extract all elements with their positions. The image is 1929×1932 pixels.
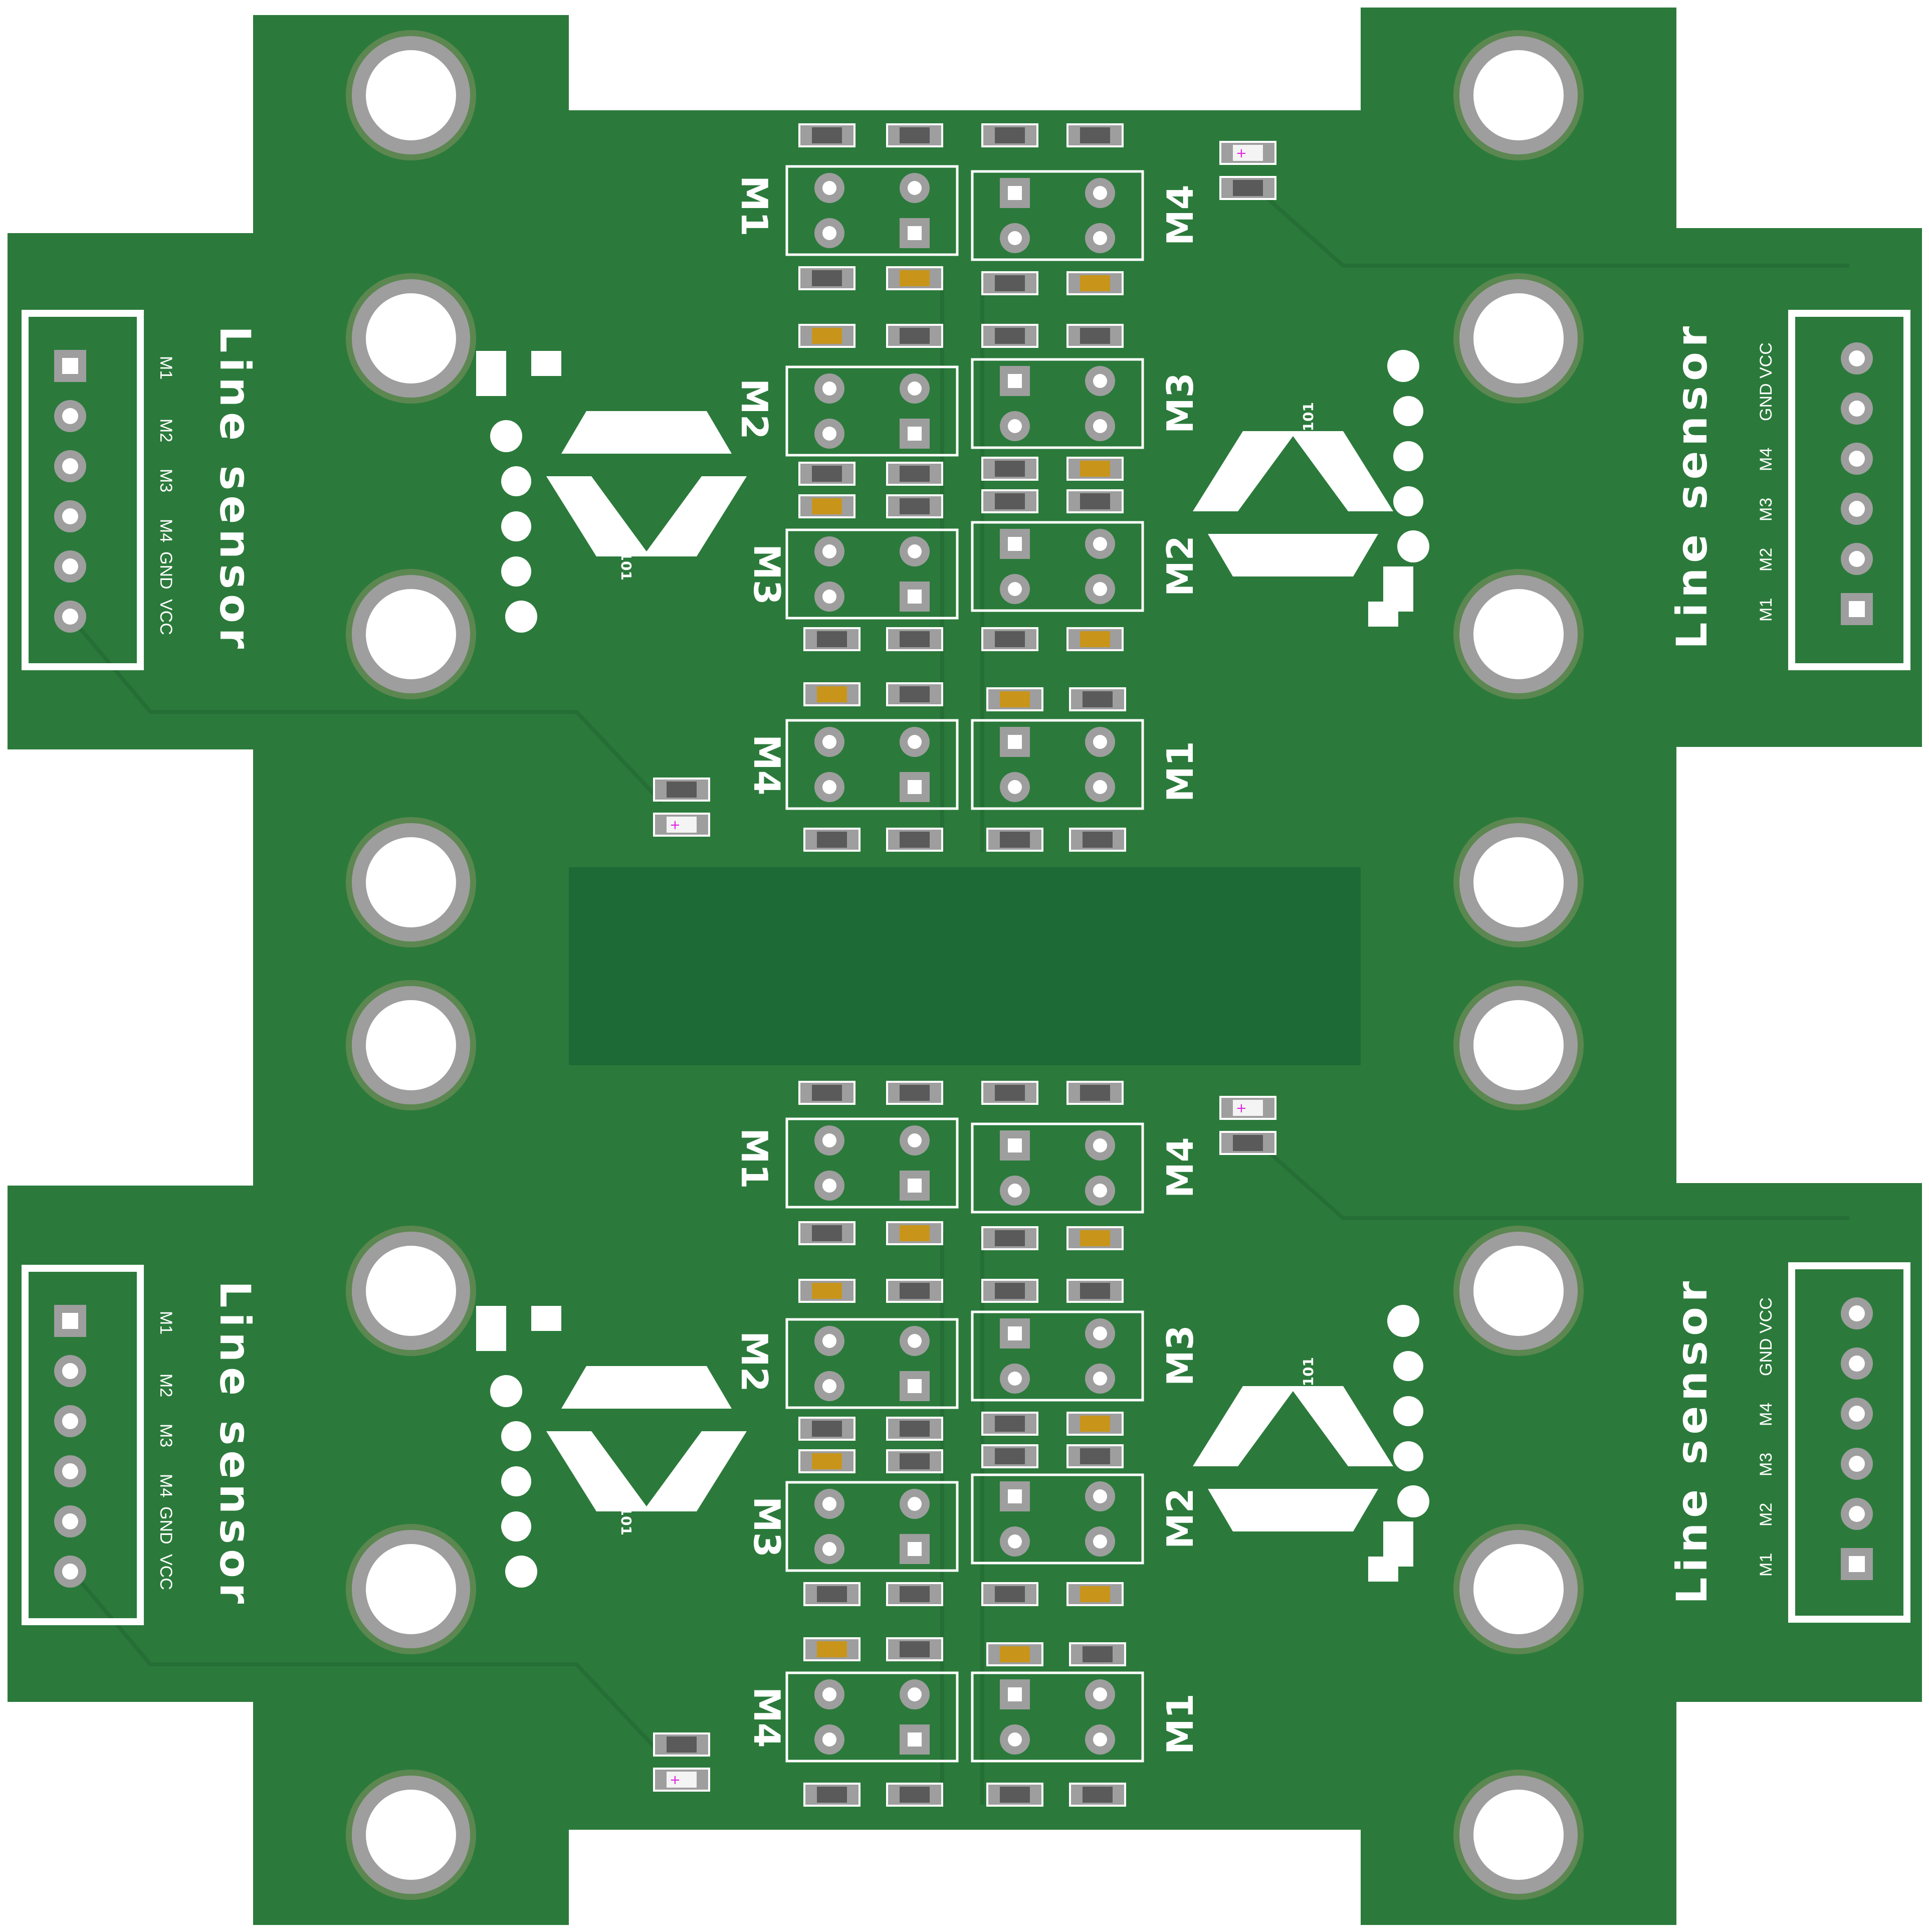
pin-label: M4: [156, 519, 175, 542]
pin-label: M2: [156, 1374, 175, 1397]
pin-label: M1: [156, 1311, 175, 1334]
pin-label: M4: [1757, 448, 1776, 471]
connector-pin: [1841, 493, 1873, 525]
connector-outline-right: [1788, 310, 1910, 670]
pin-label: M3: [1757, 498, 1776, 521]
connector-title-right: Line sensor: [1667, 1276, 1717, 1604]
connector-pin: [1841, 1347, 1873, 1380]
connector-pin: [54, 350, 86, 382]
sensor-label: M3: [746, 1496, 788, 1558]
pin-label: GND: [1757, 1338, 1776, 1376]
module-bottom: M1 M2 M3 M4 GND VCC Line sensor M1 M2 M3…: [22, 1081, 1910, 1807]
connector-pin: [1841, 1398, 1873, 1430]
connector-pin: [1841, 393, 1873, 425]
connector-pin: [54, 1556, 86, 1588]
sensor-label: M1: [1159, 1693, 1201, 1755]
sensor-label: M2: [733, 1331, 775, 1392]
sensor-label: M3: [1159, 372, 1201, 434]
pin-label: M1: [1757, 598, 1776, 622]
pin-label: VCC: [1757, 1297, 1776, 1333]
connector-pin: [54, 400, 86, 432]
connector-pin: [54, 550, 86, 583]
pin-label: M4: [156, 1474, 175, 1497]
connector-pin: [1841, 1548, 1873, 1580]
kidscode-wordmark: [476, 1305, 1429, 1588]
pin-label: M2: [1757, 1503, 1776, 1526]
connector-title-left: Line sensor: [210, 326, 260, 654]
pin-label: M3: [1757, 1453, 1776, 1476]
sensor-label: M4: [1159, 1137, 1201, 1198]
connector-title-left: Line sensor: [210, 1281, 260, 1609]
connector-pin: [54, 500, 86, 532]
connector-pin: [54, 1305, 86, 1337]
binary-text: 0101: [618, 541, 634, 581]
connector-pin: [54, 1405, 86, 1437]
connector-pin: [1841, 543, 1873, 575]
pin-label: M2: [1757, 548, 1776, 571]
sensor-label: M1: [1159, 741, 1201, 802]
pin-label: M1: [156, 356, 175, 379]
kidscode-wordmark: [476, 350, 1429, 633]
sensor-label: M1: [733, 175, 775, 237]
sensor-label: M4: [1159, 184, 1201, 246]
sensor-label: M4: [746, 734, 788, 796]
connector-pin: [54, 1505, 86, 1537]
sensor-label: M2: [1159, 535, 1201, 597]
connector-pin: [54, 1355, 86, 1387]
connector-outline-left: [22, 310, 144, 670]
pin-label: M3: [156, 1424, 175, 1447]
connector-outline-left: [22, 1265, 144, 1625]
connector-pin: [54, 601, 86, 633]
connector-pin: [1841, 1498, 1873, 1530]
pin-label: M3: [156, 469, 175, 492]
sensor-label: M2: [733, 378, 775, 440]
pin-label: M1: [1757, 1553, 1776, 1577]
connector-title-right: Line sensor: [1667, 321, 1717, 649]
pin-label: M4: [1757, 1403, 1776, 1426]
binary-text: 0101: [1300, 402, 1317, 441]
connector-pin: [1841, 1448, 1873, 1480]
sensor-label: M3: [746, 544, 788, 605]
copper-traces: [68, 184, 1849, 1805]
connector-pin: [1841, 342, 1873, 374]
pin-label: VCC: [156, 599, 175, 635]
binary-text: 0101: [618, 1496, 634, 1535]
sensor-label: M3: [1159, 1325, 1201, 1386]
pin-label: GND: [156, 1506, 175, 1544]
connector-pin: [54, 450, 86, 482]
connector-outline-right: [1788, 1262, 1910, 1623]
connector-pin: [54, 1455, 86, 1487]
pin-label: GND: [1757, 383, 1776, 421]
connector-pin: [1841, 593, 1873, 625]
center-panel: [569, 867, 1361, 1065]
binary-text: 0101: [1300, 1357, 1317, 1396]
sensor-label: M2: [1159, 1488, 1201, 1549]
sensor-label: M4: [746, 1687, 788, 1748]
sensor-label: M1: [733, 1128, 775, 1189]
connector-pin: [1841, 443, 1873, 475]
pin-label: VCC: [1757, 342, 1776, 378]
module-top: M1 M2 M3 M4 GND VCC Line sensor M1 M2 M3…: [22, 123, 1910, 852]
pin-label: GND: [156, 551, 175, 590]
connector-pin: [1841, 1297, 1873, 1329]
pin-label: VCC: [156, 1554, 175, 1590]
pin-label: M2: [156, 419, 175, 442]
